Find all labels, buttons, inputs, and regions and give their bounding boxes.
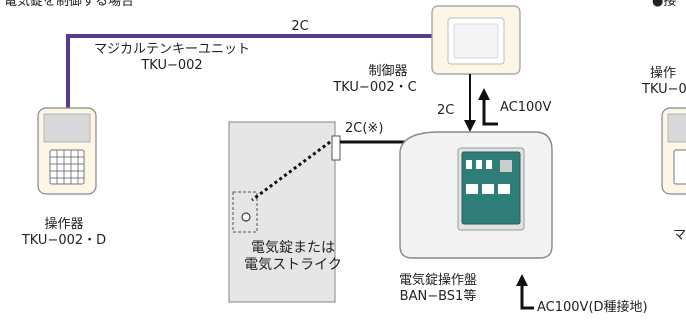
ac-controller-label: AC100V: [500, 100, 552, 115]
controller-model: TKU−002・C: [333, 80, 417, 95]
keypad-grid: [50, 150, 84, 184]
lock-label-line1: 電気錠または: [251, 240, 335, 256]
operator-left-device: [37, 107, 97, 195]
lock-label-line2: 電気ストライク: [244, 257, 342, 273]
purple-wire-2c: [66, 34, 432, 112]
operator-left-model: TKU−002・D: [21, 233, 107, 248]
door: [228, 121, 341, 303]
operator-right-fragment: マ: [673, 228, 686, 243]
door-internal-wiring: [251, 140, 331, 202]
controller-device: [431, 5, 521, 75]
magical-unit-model: TKU−002: [141, 58, 203, 73]
ac-panel-label: AC100V(D種接地): [537, 300, 648, 315]
panel-name: 電気錠操作盤: [398, 273, 478, 288]
arrow-up-icon: [516, 274, 528, 286]
panel-model: BAN−BS1等: [399, 289, 477, 304]
arrow-down-icon: [464, 120, 476, 132]
operator-right-device: [661, 107, 686, 195]
header-right-fragment: ●接: [652, 0, 677, 9]
wire-label-top-2c: 2C: [291, 19, 309, 34]
controller-name: 制御器: [368, 64, 408, 79]
lock-control-panel: [399, 131, 553, 259]
ac-feed-panel: [520, 284, 534, 310]
operator-right-model: TKU−0: [642, 82, 686, 97]
magical-unit-name: マジカルテンキーユニット: [93, 42, 251, 57]
arrow-up-icon: [478, 88, 490, 100]
wire-label-door-2c: 2C(※): [345, 121, 384, 136]
wire-label-vertical-2c: 2C: [437, 103, 455, 118]
header-left-fragment: 電気錠を制御する場合: [4, 0, 135, 9]
ac-feed-controller: [482, 98, 498, 126]
operator-right-name: 操作: [650, 66, 677, 81]
operator-left-name: 操作器: [44, 217, 84, 232]
